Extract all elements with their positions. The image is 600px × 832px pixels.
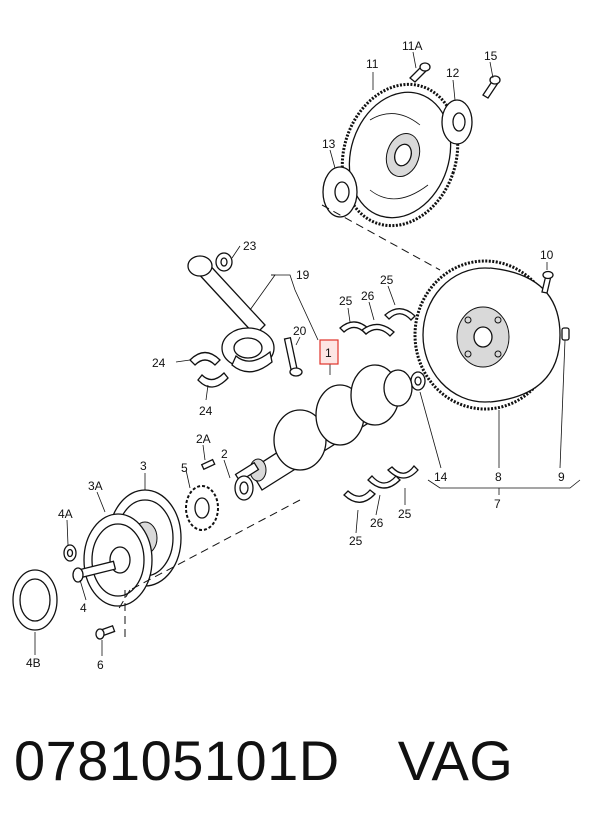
bushing-23: [215, 252, 233, 272]
label-24-left: 24: [152, 356, 166, 370]
bolt-10: [541, 270, 554, 294]
washer-4a: [63, 544, 77, 562]
key-2a: [200, 458, 216, 471]
bearing-shell-25-b: [384, 308, 416, 321]
bearing-shell-26-b: [367, 475, 401, 489]
label-26-top: 26: [361, 289, 375, 303]
label-14: 14: [434, 470, 448, 484]
pilot-bearing-14: [410, 371, 426, 391]
assembly-line-upper: [321, 204, 441, 271]
label-13: 13: [322, 137, 336, 151]
dowel-pin-9: [561, 327, 570, 341]
flywheel-8: [413, 259, 561, 411]
label-10: 10: [540, 248, 554, 262]
assembly-line-crank: [117, 499, 301, 611]
label-3a: 3A: [88, 479, 103, 493]
label-5: 5: [181, 461, 188, 475]
highlight-box-1: [319, 339, 339, 365]
label-9: 9: [558, 470, 565, 484]
label-4b: 4B: [26, 656, 41, 670]
spacer-plate-12: [441, 99, 473, 145]
label-2a: 2A: [196, 432, 211, 446]
label-25-top-left: 25: [339, 294, 353, 308]
connecting-rod-19: [187, 255, 275, 373]
label-19: 19: [296, 268, 310, 282]
bolt-11a: [409, 62, 431, 83]
callout-labels: 11 11A 12 15 13 10 23 19 25 26 25 20 24 …: [26, 39, 565, 672]
bearing-shell-26-a: [361, 323, 395, 337]
label-20: 20: [293, 324, 307, 338]
crankshaft-1: [234, 364, 413, 491]
label-7: 7: [494, 497, 501, 511]
label-12: 12: [446, 66, 460, 80]
label-2: 2: [221, 447, 228, 461]
rod-bolt-20: [283, 336, 303, 377]
label-26-bottom: 26: [370, 516, 384, 530]
crankshaft-exploded-diagram: 11 11A 12 15 13 10 23 19 25 26 25 20 24 …: [12, 39, 581, 672]
label-11: 11: [366, 57, 379, 71]
central-bolt-4: [72, 560, 117, 583]
label-15: 15: [484, 49, 498, 63]
spacer-plate-13: [322, 166, 358, 218]
label-25-bottom-left: 25: [349, 534, 363, 548]
pulley-3a: [83, 513, 153, 607]
label-25-top-right: 25: [380, 273, 394, 287]
label-1: 1: [325, 346, 332, 360]
pulley-4b: [12, 569, 58, 631]
timing-gear-2: [234, 475, 254, 501]
part-number-footer: 078105101D VAG: [14, 728, 513, 793]
drive-plate-11: [340, 82, 460, 228]
label-3: 3: [140, 459, 147, 473]
label-6: 6: [97, 658, 104, 672]
leader-lines: [34, 51, 581, 656]
label-23: 23: [243, 239, 257, 253]
part-number-text: 078105101D: [14, 729, 340, 792]
bolt-6: [95, 624, 116, 640]
label-11a: 11A: [402, 39, 422, 53]
bearing-shell-25-c: [343, 489, 376, 503]
rod-bearing-shell-24-lower: [197, 372, 229, 388]
label-25-bottom-right: 25: [398, 507, 412, 521]
bearing-shell-25-d: [387, 464, 419, 479]
label-4a: 4A: [58, 507, 73, 521]
label-8: 8: [495, 470, 502, 484]
brand-text: VAG: [397, 729, 514, 792]
label-4: 4: [80, 601, 87, 615]
rod-bearing-shell-24-upper: [189, 351, 221, 366]
bolt-15: [482, 75, 501, 99]
sprocket-5: [185, 485, 219, 531]
label-24-bottom: 24: [199, 404, 213, 418]
